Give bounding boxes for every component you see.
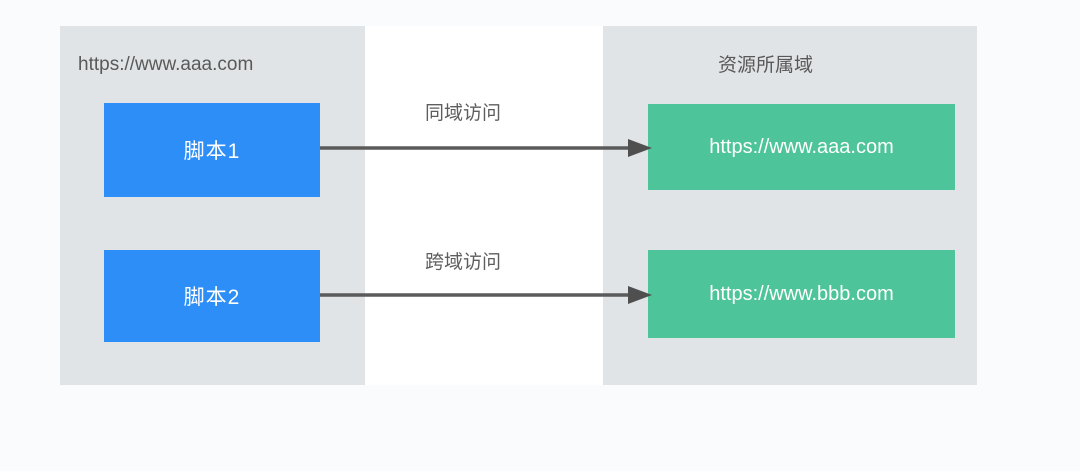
script-box-2: 脚本2 [104,250,320,342]
script-box-1: 脚本1 [104,103,320,197]
cross-domain-arrow-icon [320,286,652,304]
resource-box-aaa: https://www.aaa.com [648,104,955,190]
resource-box-bbb: https://www.bbb.com [648,250,955,338]
origin-domain-caption: https://www.aaa.com [78,54,254,75]
same-domain-arrow-icon [320,139,652,157]
panel-separator-gap [365,26,603,385]
resource-domain-caption: 资源所属域 [718,55,814,76]
cross-domain-arrow-label: 跨域访问 [425,252,502,273]
same-domain-arrow-label: 同域访问 [425,103,502,124]
